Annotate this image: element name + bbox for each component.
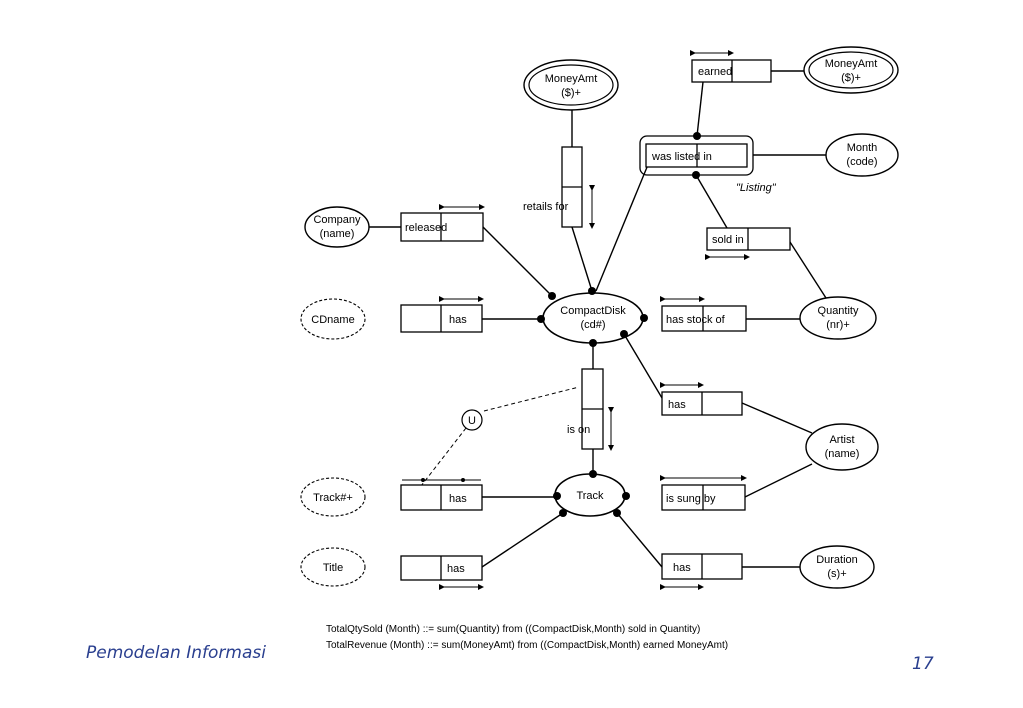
artist-label: Artist — [829, 434, 854, 446]
role-was-listed-in: was listed in — [651, 151, 712, 163]
money-top-unit: ($)+ — [561, 87, 581, 99]
title-label: Title — [323, 562, 343, 574]
role-is-sung-by: is sung by — [666, 493, 716, 505]
role-sold-in: sold in — [712, 234, 744, 246]
role-has-stock-of: has stock of — [666, 314, 726, 326]
formula-total-revenue: TotalRevenue (Month) ::= sum(MoneyAmt) f… — [326, 640, 729, 651]
compact-disk-ref: (cd#) — [580, 319, 605, 331]
quantity-unit: (nr)+ — [826, 319, 850, 331]
track-no-constraint — [402, 478, 481, 482]
uniqueness-constraints — [439, 50, 750, 590]
subset-constraint-icon — [461, 409, 483, 431]
money-right-label: MoneyAmt — [825, 58, 878, 70]
listing-label: "Listing" — [736, 182, 777, 194]
value-type-ellipses — [300, 298, 366, 587]
role-is-on: is on — [567, 424, 590, 436]
company-label: Company — [313, 214, 361, 226]
role-has-duration: has — [673, 562, 691, 574]
subset-symbol: U — [468, 415, 476, 427]
cdname-label: CDname — [311, 314, 354, 326]
duration-unit: (s)+ — [827, 568, 846, 580]
role-earned: earned — [698, 66, 732, 78]
entity-ellipses — [304, 133, 899, 589]
connector-lines — [360, 70, 827, 568]
footer-title: Pemodelan Informasi — [86, 643, 266, 663]
role-boxes — [400, 59, 791, 581]
role-has-cdname: has — [449, 314, 467, 326]
money-top-label: MoneyAmt — [545, 73, 598, 85]
artist-ref: (name) — [825, 448, 860, 460]
mandatory-dots — [537, 132, 701, 517]
duration-label: Duration — [816, 554, 858, 566]
formula-total-qty-sold: TotalQtySold (Month) ::= sum(Quantity) f… — [326, 624, 701, 635]
role-released: released — [405, 222, 447, 234]
role-has-title: has — [447, 563, 465, 575]
page-number: 17 — [912, 654, 934, 674]
money-right-unit: ($)+ — [841, 72, 861, 84]
trackno-label: Track#+ — [313, 492, 353, 504]
track-label: Track — [576, 490, 604, 502]
role-has-trackno: has — [449, 493, 467, 505]
subset-dashed-lines — [420, 386, 580, 487]
month-label: Month — [847, 142, 878, 154]
month-ref: (code) — [846, 156, 877, 168]
role-retails-for: retails for — [523, 201, 569, 213]
role-has-artist: has — [668, 399, 686, 411]
company-ref: (name) — [320, 228, 355, 240]
compact-disk-label: CompactDisk — [560, 305, 626, 317]
money-ellipses — [523, 46, 899, 111]
quantity-label: Quantity — [818, 305, 859, 317]
